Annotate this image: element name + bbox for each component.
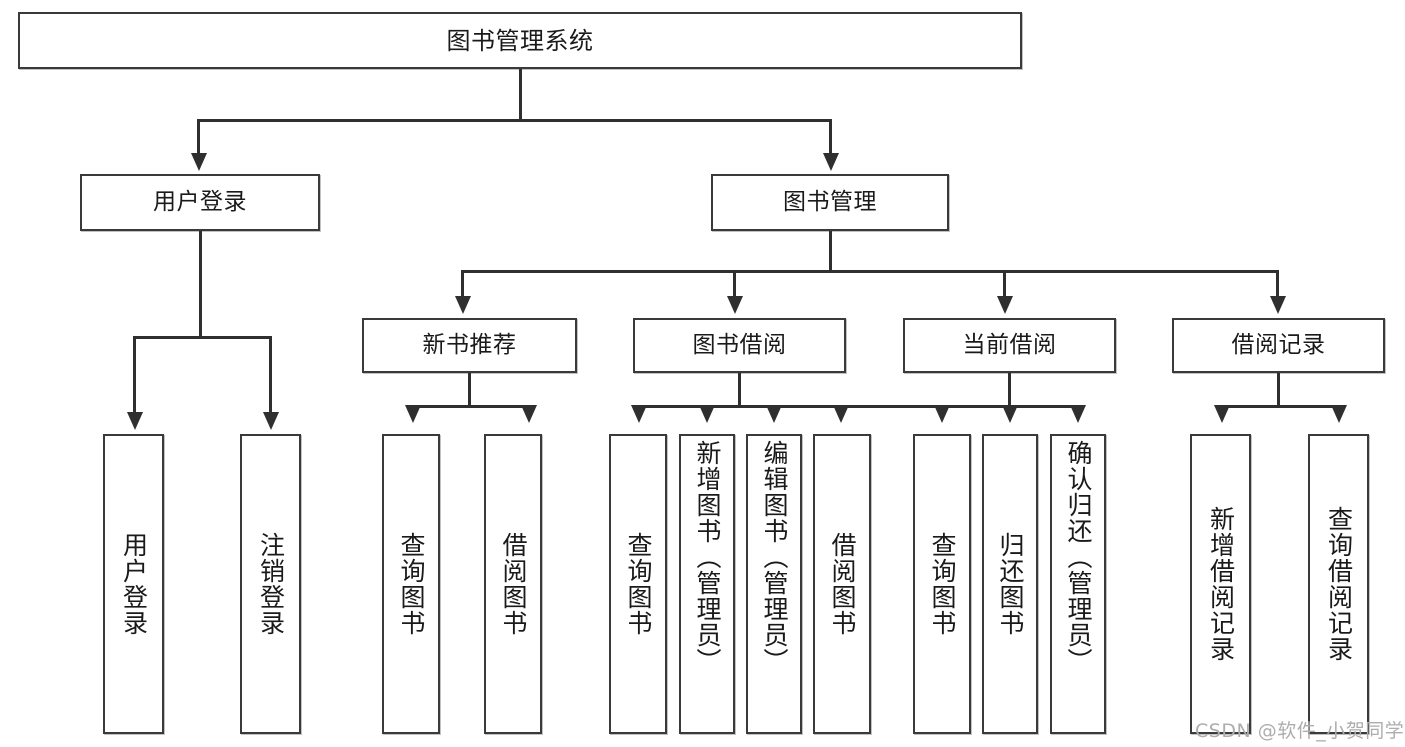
edge-root-stem: [519, 69, 522, 119]
node-label: 图书借阅: [692, 332, 787, 358]
arrowhead-icon: [997, 296, 1013, 314]
node-new-book-recommend[interactable]: 新书推荐: [362, 318, 577, 373]
arrowhead-icon: [1331, 405, 1347, 423]
edge-root-to-user-login: [197, 119, 200, 156]
edge-user-login-stem: [199, 231, 202, 336]
edge-to-leaf-logout: [269, 336, 272, 414]
edge-book-management-stem: [829, 231, 832, 271]
arrowhead-icon: [934, 405, 950, 423]
edge-book-borrow-stem: [738, 373, 741, 406]
leaf-borrow-book[interactable]: 借阅图书: [813, 434, 871, 734]
edge-new-book-recommend-bus: [411, 405, 530, 408]
edge-root-to-book-management: [829, 119, 832, 156]
node-label: 新书推荐: [422, 332, 517, 358]
node-label: 当前借阅: [962, 332, 1057, 358]
node-label: 归还图书: [996, 532, 1025, 636]
node-label: 查询借阅记录: [1324, 506, 1354, 662]
node-root-book-management-system[interactable]: 图书管理系统: [18, 12, 1022, 69]
node-label: 确认归还（管理员）: [1064, 440, 1093, 674]
edge-root-bus: [197, 119, 832, 122]
edge-new-book-recommend-stem: [468, 373, 471, 406]
arrowhead-icon: [191, 153, 207, 171]
arrowhead-icon: [699, 405, 715, 423]
node-book-management[interactable]: 图书管理: [711, 174, 949, 231]
leaf-add-book-admin[interactable]: 新增图书（管理员）: [679, 434, 735, 734]
node-borrow-record[interactable]: 借阅记录: [1172, 318, 1385, 373]
arrowhead-icon: [823, 153, 839, 171]
leaf-confirm-return-admin[interactable]: 确认归还（管理员）: [1050, 434, 1106, 734]
leaf-query-book-current[interactable]: 查询图书: [913, 434, 971, 734]
node-label: 图书管理: [783, 189, 877, 215]
leaf-query-book-borrow[interactable]: 查询图书: [609, 434, 667, 734]
leaf-add-borrow-record[interactable]: 新增借阅记录: [1190, 434, 1251, 734]
edge-book-management-bus: [461, 270, 1279, 273]
node-label: 用户登录: [119, 532, 149, 636]
leaf-query-book-recommend[interactable]: 查询图书: [382, 434, 440, 734]
leaf-query-borrow-record[interactable]: 查询借阅记录: [1308, 434, 1369, 734]
node-current-borrow[interactable]: 当前借阅: [903, 318, 1116, 373]
node-label: 用户登录: [153, 189, 247, 215]
arrowhead-icon: [521, 405, 537, 423]
arrowhead-icon: [766, 405, 782, 423]
node-label: 借阅记录: [1231, 332, 1326, 358]
arrowhead-icon: [727, 296, 743, 314]
leaf-edit-book-admin[interactable]: 编辑图书（管理员）: [746, 434, 802, 734]
arrowhead-icon: [1214, 405, 1230, 423]
node-label: 借阅图书: [499, 532, 528, 636]
arrowhead-icon: [455, 296, 471, 314]
node-label: 查询图书: [624, 532, 653, 636]
edge-to-new-book-recommend: [461, 270, 464, 298]
edge-borrow-record-stem: [1277, 373, 1280, 406]
node-label: 图书管理系统: [446, 26, 594, 55]
edge-borrow-record-bus: [1220, 405, 1340, 408]
edge-book-borrow-bus: [637, 405, 941, 408]
node-label: 编辑图书（管理员）: [760, 440, 789, 674]
edge-to-leaf-user-login: [133, 336, 136, 414]
arrowhead-icon: [1002, 405, 1018, 423]
node-label: 查询图书: [397, 532, 426, 636]
arrowhead-icon: [263, 412, 279, 430]
arrowhead-icon: [1270, 296, 1286, 314]
node-label: 新增图书（管理员）: [693, 440, 722, 674]
node-label: 查询图书: [928, 532, 957, 636]
leaf-borrow-book-recommend[interactable]: 借阅图书: [484, 434, 542, 734]
node-label: 注销登录: [256, 532, 286, 636]
leaf-return-book[interactable]: 归还图书: [982, 434, 1038, 734]
arrowhead-icon: [405, 405, 421, 423]
node-label: 新增借阅记录: [1206, 506, 1236, 662]
edge-to-borrow-record: [1276, 270, 1279, 298]
leaf-user-login[interactable]: 用户登录: [103, 434, 164, 734]
edge-current-borrow-stem: [1008, 373, 1011, 406]
node-label: 借阅图书: [828, 532, 857, 636]
arrowhead-icon: [1070, 405, 1086, 423]
arrowhead-icon: [631, 405, 647, 423]
edge-to-book-borrow: [733, 270, 736, 298]
edge-user-login-bus: [133, 336, 272, 339]
edge-to-current-borrow: [1003, 270, 1006, 298]
leaf-logout[interactable]: 注销登录: [240, 434, 301, 734]
csdn-watermark: CSDN @软件_小贺同学: [1195, 720, 1405, 742]
arrowhead-icon: [127, 412, 143, 430]
arrowhead-icon: [833, 405, 849, 423]
node-book-borrow[interactable]: 图书借阅: [633, 318, 846, 373]
node-user-login[interactable]: 用户登录: [80, 174, 320, 231]
